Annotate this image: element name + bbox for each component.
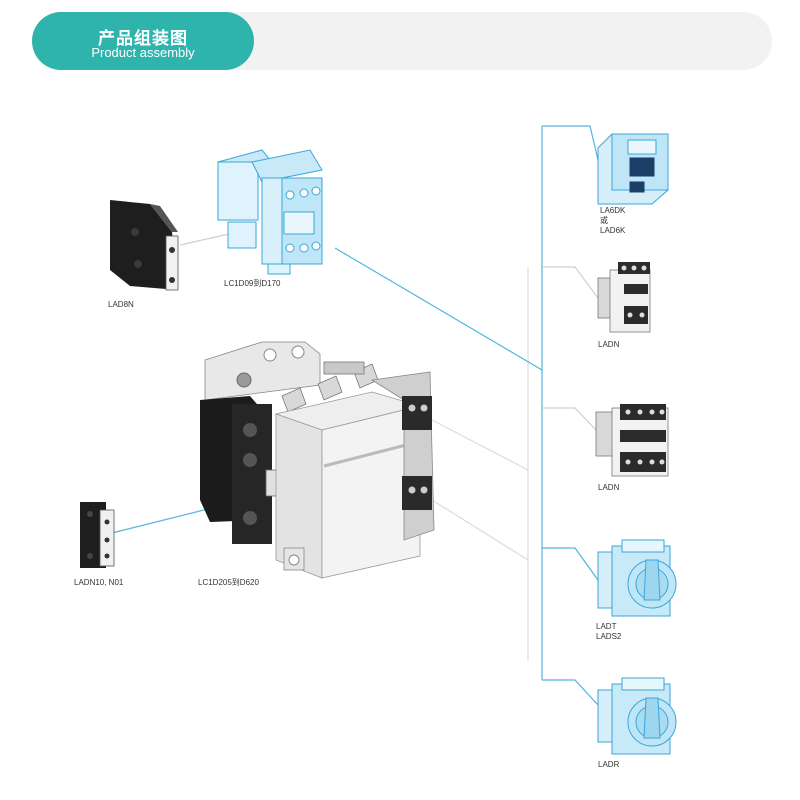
label-lad6dk-line1: LA6DK: [600, 206, 626, 215]
label-lc1d205: LC1D205到D620: [198, 578, 259, 587]
label-ladt-line2: LADS2: [596, 632, 622, 641]
label-ladn-b: LADN: [598, 483, 620, 492]
ladn-a-part: [597, 262, 651, 333]
label-lad8n: LAD8N: [108, 300, 134, 309]
ladt-part: [597, 539, 677, 617]
lc1d205-to-ladt-line: [431, 499, 529, 561]
label-lc1d09: LC1D09到D170: [224, 279, 281, 288]
lad8n-part: [110, 200, 179, 291]
label-ladn10: LADN10, N01: [74, 578, 124, 587]
bus-to-ladn-b-line: [542, 407, 599, 433]
ladn-b-part: [595, 404, 669, 477]
lc1d205-part: [200, 341, 435, 579]
connector-lines: [111, 125, 599, 706]
bus-to-ladt-line: [542, 547, 599, 581]
header-pill: 产品组装图 Product assembly: [32, 12, 254, 70]
label-ladt-line1: LADT: [596, 622, 617, 631]
label-lad6dk-line2: LAD6K: [600, 226, 626, 235]
ladn10-part: [80, 502, 115, 568]
header-title: 产品组装图: [98, 29, 188, 48]
ladr-part: [597, 677, 677, 755]
label-ladr: LADR: [598, 760, 620, 769]
label-ladn-a: LADN: [598, 340, 620, 349]
bus-to-lad6dk-line: [542, 125, 599, 161]
label-lad6dk-or: 或: [600, 216, 608, 225]
lc1d09-part: [216, 149, 323, 275]
lad6dk-part: [597, 133, 669, 205]
bus-to-ladr-line: [542, 679, 599, 706]
header-subtitle: Product assembly: [91, 45, 195, 60]
lc1d205-to-ladn-line: [431, 419, 529, 471]
bus-to-ladn-a-line: [542, 266, 599, 299]
lc1d09-to-bus-line: [334, 247, 543, 371]
